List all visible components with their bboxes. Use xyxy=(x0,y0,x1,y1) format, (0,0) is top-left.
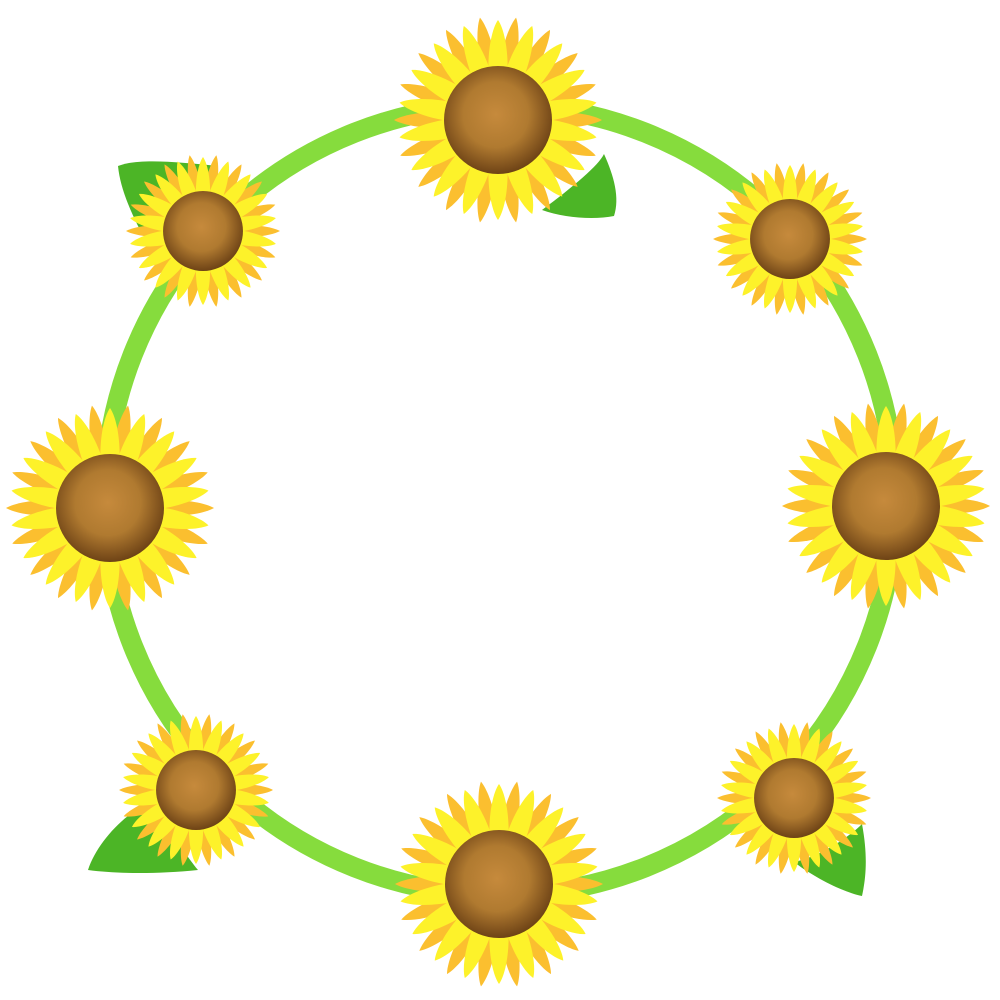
sunflower-icon xyxy=(394,17,602,223)
sunflower-center xyxy=(754,758,834,838)
sunflower-icon xyxy=(395,781,603,987)
flowers-layer xyxy=(6,17,990,987)
sunflower-center xyxy=(56,454,164,562)
sunflower-icon xyxy=(717,722,871,874)
sunflower-center xyxy=(163,191,243,271)
sunflower-icon xyxy=(782,403,990,609)
sunflower-center xyxy=(445,830,553,938)
sunflower-icon xyxy=(6,405,214,611)
sunflower-icon xyxy=(126,155,280,307)
sunflower-icon xyxy=(119,714,273,866)
sunflower-center xyxy=(750,199,830,279)
leaf-icon xyxy=(542,154,617,218)
sunflower-center xyxy=(832,452,940,560)
sunflower-icon xyxy=(713,163,867,315)
sunflower-center xyxy=(156,750,236,830)
sunflower-center xyxy=(444,66,552,174)
